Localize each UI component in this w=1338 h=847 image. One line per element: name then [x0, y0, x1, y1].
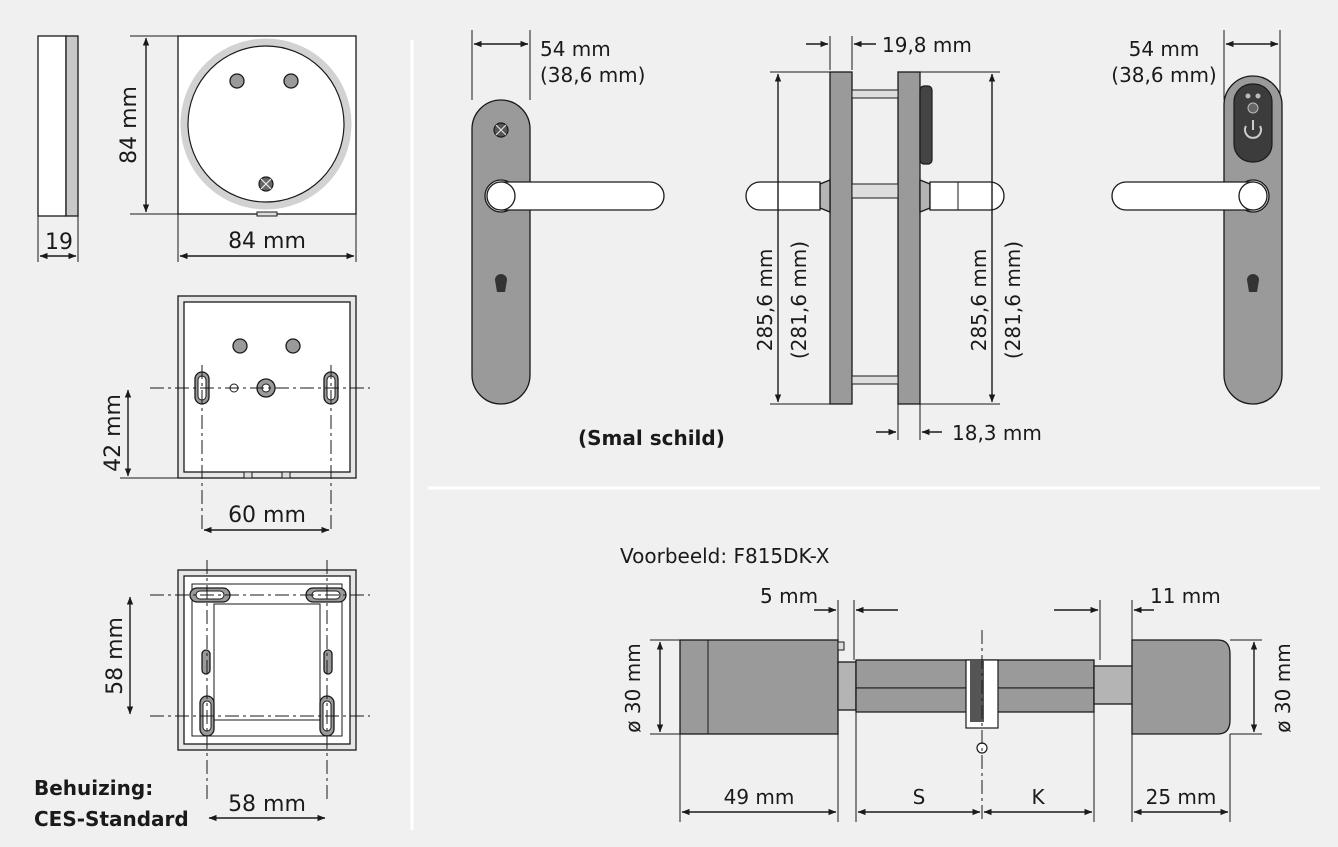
- left-knob: [679, 639, 839, 735]
- diameter-left-label: ø 30 mm: [621, 643, 645, 732]
- mounting-box-view: 58 mm 58 mm Behuizing: CES-Standard: [34, 560, 370, 831]
- inner-plate: [829, 71, 853, 405]
- handle-escutcheon: [471, 99, 531, 405]
- height-right-label-2: (281,6 mm): [1001, 241, 1025, 359]
- handle-width-label-1: 54 mm: [540, 37, 611, 61]
- box-height-label: 58 mm: [103, 617, 128, 695]
- sensor-width-label: 84 mm: [228, 229, 306, 254]
- sensor-side-body: [37, 35, 67, 217]
- sensor-side-back: [65, 35, 79, 217]
- reader-escutcheon: [1223, 75, 1283, 405]
- sensor-hole-left: [229, 73, 245, 89]
- handle-reader-view: 54 mm (38,6 mm): [1111, 30, 1283, 405]
- bottom-offset-label: 18,3 mm: [952, 421, 1042, 445]
- knob-left-length-label: 49 mm: [724, 785, 795, 809]
- base-height-label: 42 mm: [101, 394, 126, 472]
- gap-right-label: 11 mm: [1150, 584, 1221, 608]
- screw-icon: [1247, 102, 1259, 114]
- reader-module: [919, 85, 933, 165]
- box-caption-line2: CES-Standard: [34, 807, 189, 831]
- gap-left-label: 5 mm: [760, 584, 818, 608]
- box-width-label: 58 mm: [228, 792, 306, 817]
- base-width-label: 60 mm: [228, 503, 306, 528]
- cylinder-view: Voorbeeld: F815DK-X 5 mm 11 mm ø 30 mm: [620, 544, 1295, 822]
- diameter-right-label: ø 30 mm: [1271, 643, 1295, 732]
- sensor-side-view: 19: [37, 35, 79, 262]
- sensor-height-label: 84 mm: [117, 86, 142, 164]
- handle-caption: (Smal schild): [578, 426, 725, 450]
- sensor-disc: [187, 45, 345, 203]
- reader-width-label-2: (38,6 mm): [1111, 63, 1216, 87]
- s-label: S: [913, 785, 926, 809]
- power-icon: [1244, 125, 1262, 139]
- box-caption-line1: Behuizing:: [34, 776, 153, 800]
- sensor-ring: [180, 38, 352, 210]
- inner-lever: [745, 181, 821, 211]
- k-label: K: [1031, 785, 1045, 809]
- height-right-label-1: 285,6 mm: [967, 249, 991, 352]
- outer-plate: [897, 71, 921, 405]
- height-left-label-1: 285,6 mm: [753, 249, 777, 352]
- handle-front-view: 54 mm (38,6 mm) (Smal schild): [471, 30, 725, 450]
- height-left-label-2: (281,6 mm): [787, 241, 811, 359]
- reader-lever: [1111, 181, 1253, 211]
- handle-width-label-2: (38,6 mm): [540, 63, 645, 87]
- keyhole-icon: [495, 274, 507, 292]
- cylinder-example-label: Voorbeeld: F815DK-X: [620, 544, 830, 568]
- top-offset-label: 19,8 mm: [882, 33, 972, 57]
- sensor-front-view: 84 mm 84 mm: [117, 35, 357, 262]
- sensor-depth-label: 19: [45, 230, 73, 255]
- base-plate-view: 42 mm 60 mm: [101, 295, 370, 534]
- handle-lever: [501, 181, 665, 211]
- right-knob: [1131, 639, 1231, 735]
- sensor-hole-right: [283, 73, 299, 89]
- handle-side-view: 19,8 mm 285,6 mm (281,6 mm) 285,6 mm (28…: [745, 33, 1042, 445]
- keyhole-icon: [1247, 274, 1259, 292]
- reader-width-label-1: 54 mm: [1129, 37, 1200, 61]
- knob-right-length-label: 25 mm: [1146, 785, 1217, 809]
- outer-lever: [929, 181, 1005, 211]
